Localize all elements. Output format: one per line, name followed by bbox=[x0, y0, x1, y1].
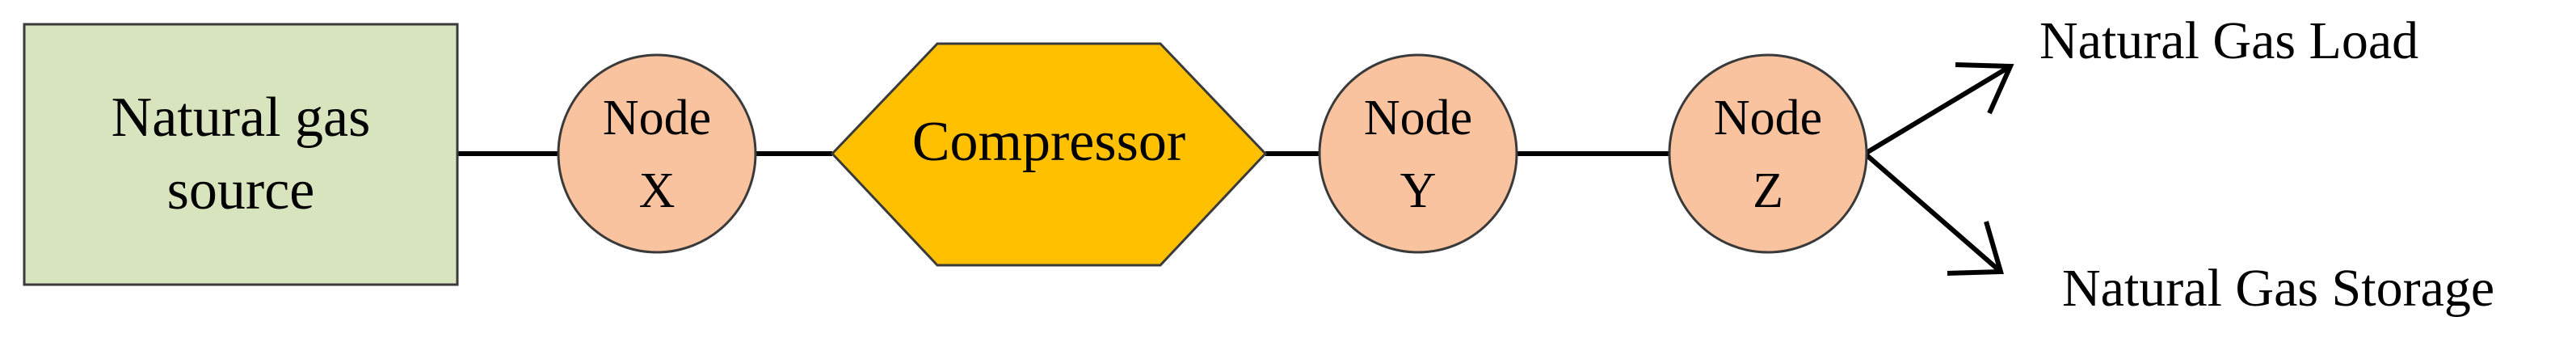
node-y-label-line1: Node bbox=[1364, 91, 1472, 146]
natural-gas-source-box: Natural gas source bbox=[23, 23, 459, 286]
node-x-label-line1: Node bbox=[603, 91, 711, 146]
natural-gas-load-label: Natural Gas Load bbox=[2039, 11, 2418, 70]
node-x-label-line2: X bbox=[639, 163, 676, 218]
node-y-label-line2: Y bbox=[1400, 163, 1437, 218]
arrow-to-load bbox=[1863, 62, 2014, 156]
arrow-to-storage bbox=[1863, 151, 2004, 276]
source-label-line1: Natural gas bbox=[112, 87, 371, 149]
node-x: Node X bbox=[557, 53, 757, 254]
node-y: Node Y bbox=[1318, 53, 1518, 254]
node-z-label-line2: Z bbox=[1753, 163, 1783, 218]
natural-gas-storage-label: Natural Gas Storage bbox=[2062, 259, 2494, 318]
compressor-label: Compressor bbox=[912, 111, 1185, 173]
node-z: Node Z bbox=[1668, 53, 1868, 254]
compressor: Compressor bbox=[830, 42, 1268, 267]
source-label-line2: source bbox=[167, 159, 315, 222]
node-z-label-line1: Node bbox=[1714, 91, 1822, 146]
